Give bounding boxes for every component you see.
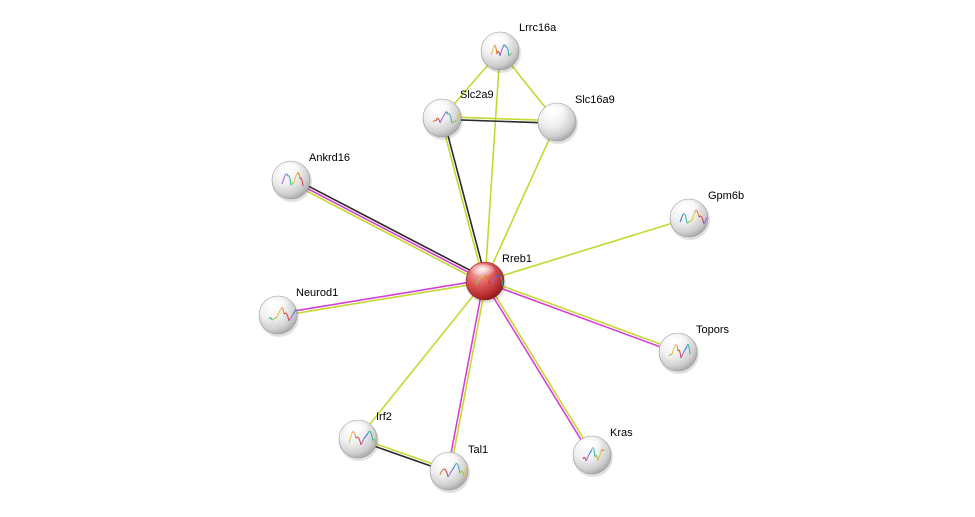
- node-label-tal1: Tal1: [468, 444, 488, 456]
- node-rreb1[interactable]: Rreb1: [465, 253, 532, 303]
- evidence-line-textmining: [439, 118, 485, 282]
- node-label-slc2a9: Slc2a9: [460, 89, 494, 101]
- node-topors[interactable]: Topors: [658, 324, 730, 374]
- node-slc16a9[interactable]: Slc16a9: [537, 94, 615, 144]
- node-ankrd16[interactable]: Ankrd16: [271, 152, 350, 202]
- edges-layer: [277, 50, 690, 473]
- edge-rreb1-gpm6b[interactable]: [484, 217, 690, 282]
- evidence-line-textmining: [484, 50, 501, 282]
- edge-rreb1-slc2a9[interactable]: [439, 117, 488, 282]
- node-highlight: [471, 264, 495, 278]
- node-highlight: [428, 101, 452, 115]
- node-label-rreb1: Rreb1: [502, 253, 532, 265]
- node-highlight: [543, 105, 567, 119]
- node-gpm6b[interactable]: Gpm6b: [669, 190, 744, 240]
- node-highlight: [277, 163, 301, 177]
- node-highlight: [578, 438, 602, 452]
- node-label-topors: Topors: [696, 324, 730, 336]
- node-highlight: [664, 335, 688, 349]
- node-label-neurod1: Neurod1: [296, 287, 338, 299]
- node-kras[interactable]: Kras: [572, 427, 633, 477]
- edge-rreb1-kras[interactable]: [483, 279, 594, 457]
- node-highlight: [344, 422, 368, 436]
- node-highlight: [486, 34, 510, 48]
- node-neurod1[interactable]: Neurod1: [258, 287, 338, 337]
- node-label-kras: Kras: [610, 427, 633, 439]
- node-label-irf2: Irf2: [376, 411, 392, 423]
- node-label-gpm6b: Gpm6b: [708, 190, 744, 202]
- evidence-line-textmining: [357, 280, 486, 440]
- node-tal1[interactable]: Tal1: [429, 444, 488, 493]
- node-slc2a9[interactable]: Slc2a9: [422, 89, 494, 140]
- edge-rreb1-topors[interactable]: [484, 279, 679, 354]
- protein-structure-icon: [348, 430, 377, 446]
- evidence-line-textmining: [449, 281, 488, 472]
- evidence-line-coexpression: [442, 117, 488, 281]
- evidence-line-experiments: [290, 179, 486, 282]
- edge-rreb1-ankrd16[interactable]: [289, 176, 487, 285]
- evidence-line-textmining: [485, 279, 679, 352]
- node-label-ankrd16: Ankrd16: [309, 152, 350, 164]
- edge-rreb1-neurod1[interactable]: [277, 278, 486, 318]
- edge-rreb1-slc16a9[interactable]: [484, 121, 558, 282]
- edge-rreb1-tal1[interactable]: [446, 280, 488, 472]
- node-highlight: [675, 201, 699, 215]
- edge-rreb1-lrrc16a[interactable]: [484, 50, 501, 282]
- edge-rreb1-irf2[interactable]: [357, 280, 486, 440]
- evidence-line-textmining: [484, 121, 558, 282]
- node-label-slc16a9: Slc16a9: [575, 94, 615, 106]
- evidence-line-textmining: [485, 279, 594, 455]
- evidence-line-textmining: [289, 181, 485, 285]
- node-highlight: [435, 454, 459, 468]
- evidence-line-experiments: [483, 281, 592, 457]
- evidence-line-textmining: [278, 281, 486, 318]
- evidence-line-textmining: [484, 217, 690, 282]
- node-highlight: [264, 298, 288, 312]
- evidence-line-experiments: [446, 280, 485, 471]
- node-lrrc16a[interactable]: Lrrc16a: [480, 22, 557, 73]
- evidence-line-experiments: [277, 278, 485, 315]
- evidence-line-coexpression: [291, 176, 487, 280]
- evidence-line-experiments: [484, 281, 678, 354]
- node-label-lrrc16a: Lrrc16a: [519, 22, 557, 34]
- node-irf2[interactable]: Irf2: [338, 411, 392, 461]
